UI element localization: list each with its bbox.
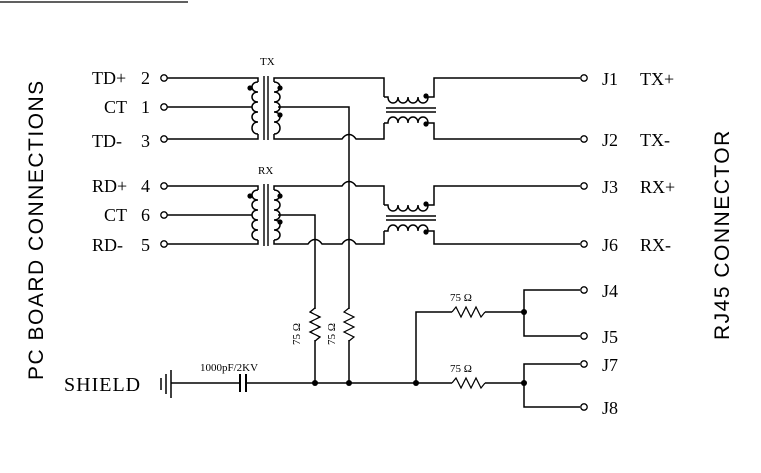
pin-signal-rx-minus: RX- [640, 235, 671, 255]
tx-dot-3 [277, 112, 283, 118]
pin-label-j6: J6 [602, 235, 618, 255]
resistor-r3-label: 75 Ω [450, 292, 472, 304]
rx-center-tap-wire [278, 214, 316, 383]
pin-label-td-plus: TD+ [92, 68, 126, 88]
rx-sec-bottom-wire [273, 231, 385, 245]
pin-label-j8: J8 [602, 398, 618, 418]
rx-primary-coil [251, 189, 259, 241]
terminal-j2 [580, 135, 588, 143]
shield-label: SHIELD [64, 374, 141, 396]
tx-primary-coil [251, 81, 259, 135]
rx-dot-2 [277, 193, 283, 199]
rx-choke-top [384, 185, 580, 212]
pin-label-j3: J3 [602, 177, 618, 197]
terminal-j5 [580, 332, 588, 340]
wire-rd-minus [167, 240, 259, 245]
tx-sec-bottom-wire [273, 123, 385, 140]
wire-rd-plus [167, 185, 259, 190]
pin-num-6: 6 [141, 205, 150, 225]
terminal-j3 [580, 182, 588, 190]
rx-choke-bottom [384, 224, 580, 245]
resistor-r1-zigzag [308, 307, 322, 342]
tx-choke-top [384, 77, 580, 104]
pin-signal-rx-plus: RX+ [640, 177, 675, 197]
pin-signal-tx-minus: TX- [640, 130, 670, 150]
wire-td-plus [167, 77, 259, 82]
junction-r1 [312, 380, 318, 386]
pin-label-j2: J2 [602, 130, 618, 150]
wire-j8 [523, 383, 580, 408]
terminal-j7 [580, 360, 588, 368]
pin-label-rd-plus: RD+ [92, 176, 127, 196]
wire-j7 [523, 363, 580, 383]
terminal-td-minus [160, 135, 168, 143]
pin-num-3: 3 [141, 131, 150, 151]
wire-bus-to-r3 [415, 311, 452, 383]
capacitor-label: 1000pF/2KV [200, 362, 258, 374]
pin-label-rd-minus: RD- [92, 235, 123, 255]
rx-label: RX [258, 165, 273, 177]
tx-sec-top-wire [273, 77, 385, 97]
resistor-r2-zigzag [342, 307, 356, 342]
tx-label: TX [260, 56, 275, 68]
resistor-r4-zigzag [451, 376, 486, 390]
terminal-j8 [580, 403, 588, 411]
rx-dot-1 [247, 193, 253, 199]
terminal-td-plus [160, 74, 168, 82]
terminal-j4 [580, 286, 588, 294]
rx-choke-dot-2 [423, 229, 429, 235]
tx-choke-dot-2 [423, 121, 429, 127]
junction-r2 [346, 380, 352, 386]
pin-label-j7: J7 [602, 355, 618, 375]
terminal-j1 [580, 74, 588, 82]
pin-label-j4: J4 [602, 281, 618, 301]
resistor-r2-label: 75 Ω [326, 323, 338, 345]
pin-label-ct-tx: CT [104, 97, 127, 117]
pin-num-4: 4 [141, 176, 150, 196]
wire-td-minus [167, 134, 259, 140]
terminal-j6 [580, 240, 588, 248]
pin-num-5: 5 [141, 235, 150, 255]
tx-choke-bottom [384, 116, 580, 140]
wire-j5 [523, 312, 580, 337]
tx-center-tap-wire [278, 106, 350, 383]
terminal-rd-minus [160, 240, 168, 248]
resistor-r3-zigzag [451, 305, 486, 319]
pin-signal-tx-plus: TX+ [640, 69, 674, 89]
rx-sec-top-wire [273, 180, 385, 205]
resistor-r1-label: 75 Ω [291, 323, 303, 345]
terminal-ct-tx [160, 103, 168, 111]
rx-choke-dot-1 [423, 201, 429, 207]
pin-label-ct-rx: CT [104, 205, 127, 225]
pin-num-1: 1 [141, 97, 150, 117]
pin-label-j5: J5 [602, 327, 618, 347]
terminal-ct-rx [160, 211, 168, 219]
right-side-title: RJ45 CONNECTOR [711, 129, 734, 340]
pin-label-j1: J1 [602, 69, 618, 89]
rx-dot-3 [277, 219, 283, 225]
pin-label-td-minus: TD- [92, 131, 122, 151]
terminal-rd-plus [160, 182, 168, 190]
wire-j4 [523, 289, 580, 312]
tx-choke-dot-1 [423, 93, 429, 99]
tx-dot-1 [247, 85, 253, 91]
pin-num-2: 2 [141, 68, 150, 88]
tx-dot-2 [277, 85, 283, 91]
resistor-r4-label: 75 Ω [450, 363, 472, 375]
left-side-title: PC BOARD CONNECTIONS [25, 79, 48, 380]
